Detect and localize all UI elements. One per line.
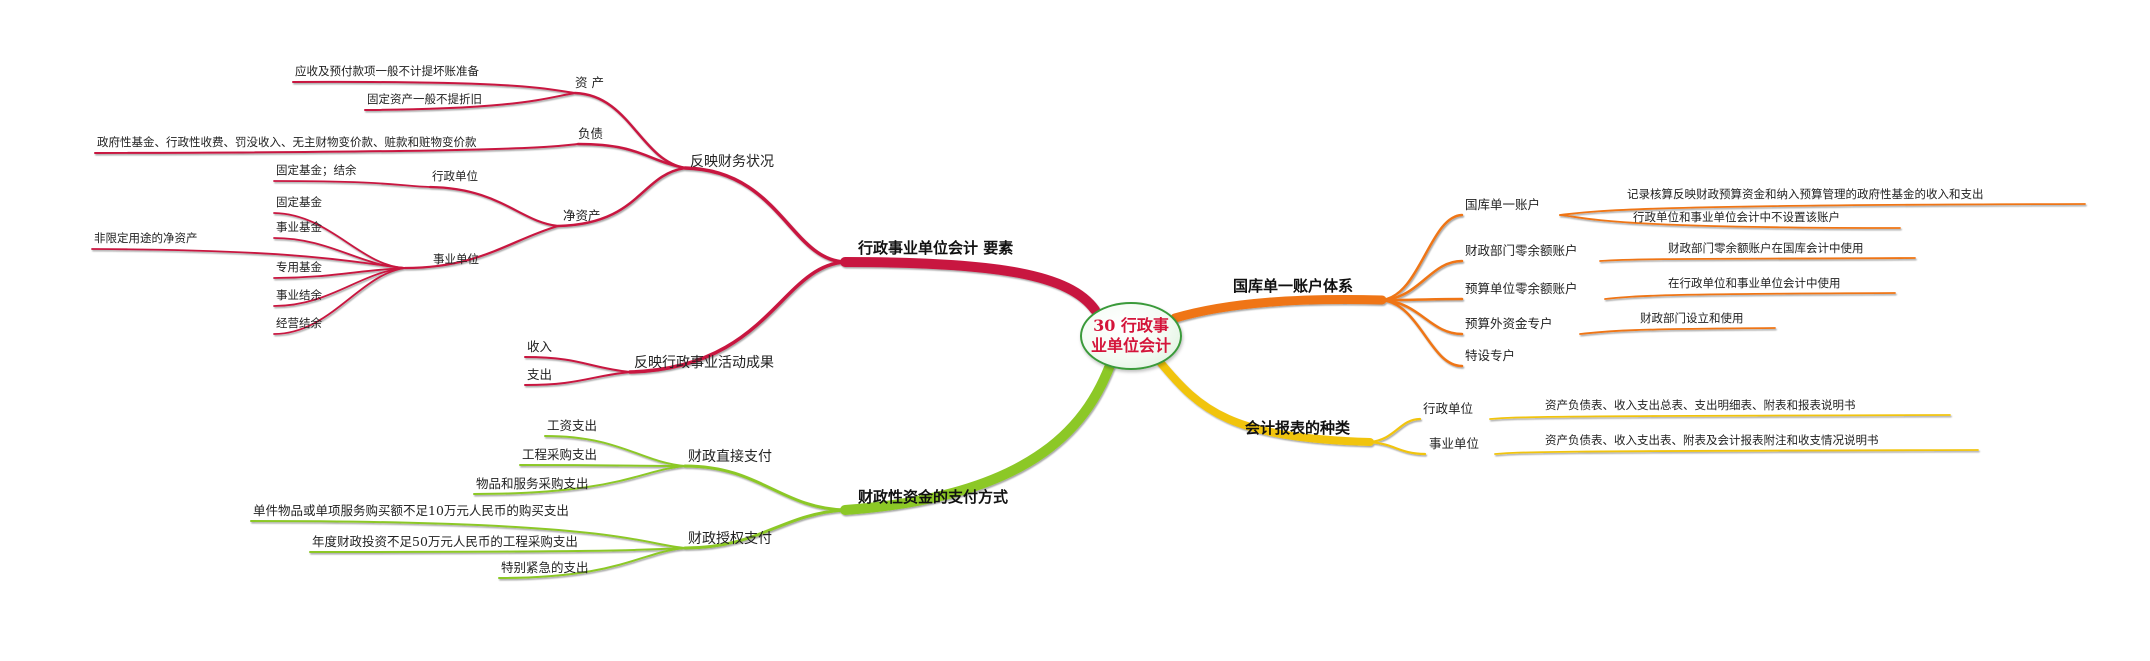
leaf-expense: 支出 — [527, 367, 553, 382]
node-net-assets[interactable]: 净资产 — [563, 208, 601, 223]
leaf-direct-2: 工程采购支出 — [522, 447, 598, 462]
edge-tr0-a — [1559, 203, 2086, 216]
leaf-public-unit-2: 事业基金 — [276, 220, 322, 234]
leaf-public-unit-3: 非限定用途的净资产 — [94, 231, 198, 245]
edge-center-reports — [1156, 358, 1374, 446]
leaf-public-unit-5: 事业结余 — [276, 288, 322, 302]
node-special-account[interactable]: 特设专户 — [1465, 348, 1516, 363]
edge-reports-public — [1368, 440, 1427, 456]
edge-activity-expense — [524, 371, 631, 386]
central-topic-node[interactable]: 30 行政事 业单位会计 — [1080, 302, 1182, 370]
edge-elements-financial — [683, 166, 847, 264]
edge-treasury-2 — [1380, 297, 1464, 302]
node-activity-results[interactable]: 反映行政事业活动成果 — [634, 355, 774, 371]
node-treasury-single-account[interactable]: 国库单一账户 — [1465, 197, 1541, 212]
leaf-public-unit-4: 专用基金 — [276, 260, 322, 274]
leaf-treasury-2: 行政单位和事业单位会计中不设置该账户 — [1633, 210, 1840, 224]
leaf-admin-unit-1: 固定基金；结余 — [276, 163, 357, 177]
node-assets[interactable]: 资 产 — [575, 75, 604, 90]
edge-payment-direct — [683, 464, 847, 512]
node-direct-payment[interactable]: 财政直接支付 — [688, 449, 772, 465]
node-extra-budget-account[interactable]: 预算外资金专户 — [1465, 316, 1553, 331]
edge-center-treasury — [1170, 295, 1387, 323]
leaf-assets-2: 固定资产一般不提折旧 — [367, 92, 482, 106]
edge-treasury-0 — [1380, 213, 1464, 302]
leaf-direct-1: 工资支出 — [547, 418, 598, 433]
leaf-report-admin-unit: 资产负债表、收入支出总表、支出明细表、附表和报表说明书 — [1545, 398, 1856, 412]
leaf-budget-unit-zero-1: 在行政单位和事业单位会计中使用 — [1668, 276, 1841, 290]
topic-elements[interactable]: 行政事业单位会计 要素 — [858, 239, 1014, 257]
edge-treasury-1 — [1380, 259, 1464, 302]
edge-assets-2 — [364, 92, 576, 111]
node-public-unit[interactable]: 事业单位 — [433, 252, 479, 266]
leaf-finance-zero-1: 财政部门零余额账户在国库会计中使用 — [1668, 241, 1864, 255]
central-topic-line2: 业单位会计 — [1090, 336, 1171, 355]
edge-public-3 — [91, 248, 406, 269]
leaf-public-unit-1: 固定基金 — [276, 195, 322, 209]
edge-center-payment — [840, 355, 1117, 515]
edge-public-4 — [273, 267, 406, 279]
edge-treasury-3 — [1380, 298, 1464, 336]
topic-payment-methods[interactable]: 财政性资金的支付方式 — [858, 488, 1009, 506]
edge-activity-income — [524, 356, 631, 373]
edge-auth-2 — [309, 547, 686, 553]
edge-fin-assets — [573, 91, 687, 170]
leaf-report-public-unit: 资产负债表、收入支出表、附表及会计报表附注和收支情况说明书 — [1545, 433, 1879, 447]
leaf-extra-budget-1: 财政部门设立和使用 — [1640, 311, 1744, 325]
leaf-authorized-3: 特别紧急的支出 — [501, 560, 589, 575]
edge-report-public-leaf — [1494, 449, 1979, 455]
edge-public-5 — [273, 267, 406, 307]
edge-reports-admin — [1368, 417, 1422, 444]
edge-direct-2 — [519, 464, 686, 467]
edge-liab-1 — [94, 143, 579, 154]
edge-auth-1 — [250, 520, 686, 549]
node-financial-status[interactable]: 反映财务状况 — [690, 154, 774, 170]
leaf-public-unit-6: 经营结余 — [276, 316, 322, 330]
edge-direct-3 — [473, 465, 686, 495]
leaf-authorized-2: 年度财政投资不足50万元人民币的工程采购支出 — [312, 534, 578, 549]
edge-elements-activity — [628, 260, 847, 374]
edge-fin-liab — [576, 142, 687, 170]
node-finance-zero-balance[interactable]: 财政部门零余额账户 — [1465, 243, 1578, 258]
node-report-admin-unit[interactable]: 行政单位 — [1423, 401, 1474, 416]
node-report-public-unit[interactable]: 事业单位 — [1429, 436, 1480, 451]
topic-treasury-account-system[interactable]: 国库单一账户体系 — [1233, 277, 1354, 295]
node-budget-unit-zero-balance[interactable]: 预算单位零余额账户 — [1465, 281, 1578, 296]
edge-tr1-a — [1599, 257, 1916, 262]
edge-report-admin-leaf — [1489, 414, 1951, 420]
edge-fin-net — [556, 166, 687, 228]
edge-auth-3 — [498, 547, 686, 579]
node-admin-unit[interactable]: 行政单位 — [432, 169, 478, 183]
leaf-authorized-1: 单件物品或单项服务购买额不足10万元人民币的购买支出 — [253, 503, 569, 518]
leaf-treasury-1: 记录核算反映财政预算资金和纳入预算管理的政府性基金的收入和支出 — [1627, 187, 1984, 201]
edge-assets-1 — [292, 80, 576, 94]
edge-tr2-a — [1604, 292, 1896, 300]
leaf-income: 收入 — [527, 339, 553, 354]
leaf-liabilities-1: 政府性基金、行政性收费、罚没收入、无主财物变价款、赃款和赃物变价款 — [97, 135, 477, 149]
edge-tr3-a — [1579, 327, 1776, 335]
edge-payment-authorized — [683, 508, 847, 550]
edge-direct-1 — [544, 435, 686, 467]
edge-tr0-b — [1559, 214, 1901, 229]
edge-net-admin — [428, 185, 560, 228]
edge-treasury-4 — [1380, 298, 1464, 368]
leaf-assets-1: 应收及预付款项一般不计提坏账准备 — [295, 64, 479, 78]
edge-net-public — [403, 224, 560, 270]
node-liabilities[interactable]: 负债 — [578, 126, 604, 141]
edge-public-1 — [273, 212, 406, 269]
node-authorized-payment[interactable]: 财政授权支付 — [688, 531, 772, 547]
edge-public-6 — [273, 267, 406, 335]
leaf-direct-3: 物品和服务采购支出 — [476, 476, 589, 491]
central-topic-line1: 30 行政事 — [1093, 316, 1169, 335]
edge-center-elements — [840, 257, 1100, 315]
edge-admin-1 — [273, 180, 431, 188]
topic-report-types[interactable]: 会计报表的种类 — [1245, 419, 1351, 437]
